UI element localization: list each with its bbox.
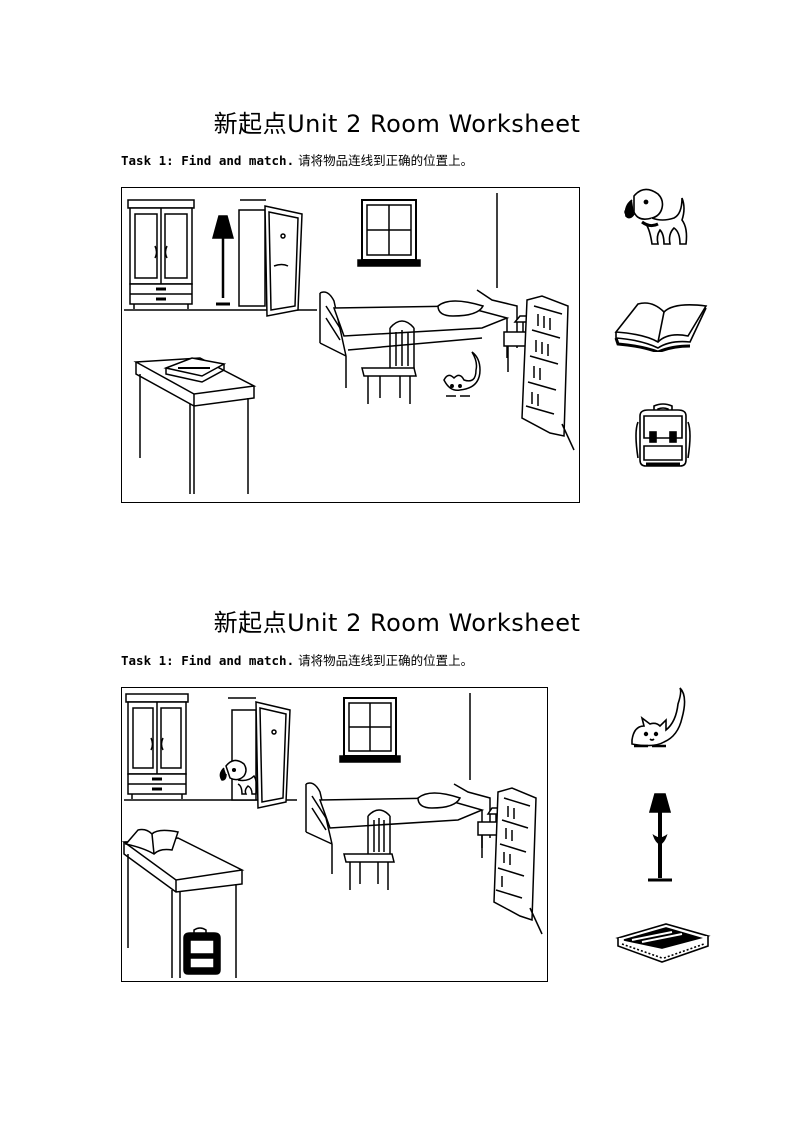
pencil-box (163, 357, 227, 383)
desk (122, 837, 245, 978)
bed (305, 782, 491, 874)
dog-picture[interactable] (612, 180, 694, 256)
room-scene (121, 187, 580, 503)
cat-picture[interactable] (626, 686, 688, 758)
task-instruction: Task 1: Find and match. 请将物品连线到正确的位置上。 (121, 150, 473, 169)
chair (361, 320, 417, 404)
dog (219, 759, 258, 795)
bookshelf (521, 295, 575, 451)
wardrobe (127, 199, 195, 309)
bookshelf (493, 787, 543, 935)
task-instruction: Task 1: Find and match. 请将物品连线到正确的位置上。 (121, 650, 473, 669)
cat (443, 351, 481, 397)
floor-lamp (212, 215, 234, 306)
task-instruction-text: 请将物品连线到正确的位置上。 (294, 153, 474, 168)
task-instruction-text: 请将物品连线到正确的位置上。 (294, 653, 474, 668)
chair (343, 809, 395, 890)
book-picture[interactable] (612, 296, 712, 356)
task-label: Task 1: Find and match. (121, 653, 295, 668)
window (339, 697, 401, 763)
wardrobe (125, 693, 189, 799)
door (228, 697, 291, 809)
door (238, 199, 303, 317)
task-label: Task 1: Find and match. (121, 153, 295, 168)
floor-lamp-picture[interactable] (640, 790, 680, 890)
desk (133, 357, 257, 494)
pencil-box-picture[interactable] (612, 918, 712, 972)
room-scene (121, 687, 548, 982)
worksheet-title: 新起点Unit 2 Room Worksheet (213, 110, 581, 138)
window (357, 199, 421, 267)
schoolbag-picture[interactable] (632, 402, 694, 474)
book (124, 828, 179, 855)
bed (319, 289, 518, 388)
worksheet-title: 新起点Unit 2 Room Worksheet (213, 609, 581, 637)
schoolbag (183, 927, 221, 975)
